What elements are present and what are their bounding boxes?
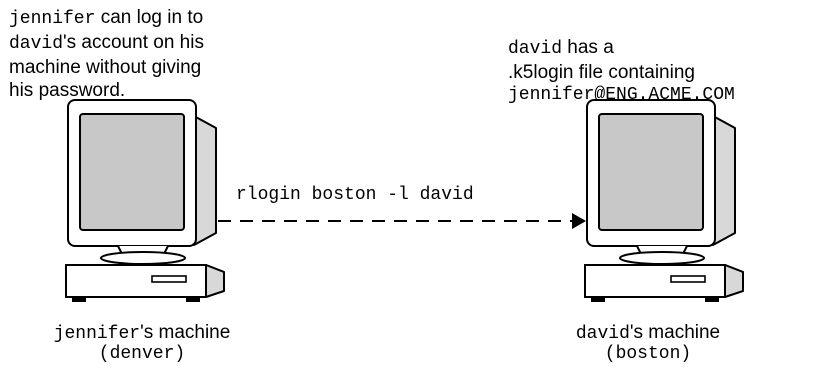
connection-arrowhead	[572, 213, 586, 229]
right-machine-name: david's machine	[548, 322, 748, 344]
left-note-text-1: can log in to	[95, 7, 204, 28]
left-machine-host: (denver)	[98, 344, 186, 364]
left-machine-owner: jennifer	[53, 324, 141, 344]
right-machine-owner: david	[575, 324, 630, 344]
left-machine-suffix: 's machine	[140, 322, 231, 343]
right-note-text-1: has a	[562, 37, 614, 58]
left-machine-name: jennifer's machine	[22, 322, 262, 344]
left-note: jennifer can log in to david's account o…	[9, 6, 204, 102]
right-machine-suffix: 's machine	[629, 322, 721, 343]
right-note-user: david	[508, 39, 563, 59]
left-computer-icon	[65, 99, 225, 303]
left-note-user: jennifer	[9, 9, 96, 29]
right-note-line-1: david has a	[508, 36, 735, 61]
left-note-text-2: 's account on his	[63, 32, 204, 53]
right-machine-caption: david's machine (boston)	[548, 322, 748, 364]
left-note-line-3: machine without giving	[9, 57, 202, 78]
left-machine-caption: jennifer's machine (denver)	[22, 322, 262, 364]
right-computer-icon	[584, 99, 744, 303]
left-note-account-user: david	[9, 34, 64, 54]
rlogin-command: rlogin boston -l david	[236, 185, 474, 205]
left-note-line-2: david's account on his	[9, 31, 204, 56]
right-note-line-2: .k5login file containing	[508, 62, 695, 83]
left-note-line-4: his password.	[9, 80, 126, 101]
left-note-line-1: jennifer can log in to	[9, 6, 204, 31]
right-machine-host: (boston)	[604, 344, 692, 364]
